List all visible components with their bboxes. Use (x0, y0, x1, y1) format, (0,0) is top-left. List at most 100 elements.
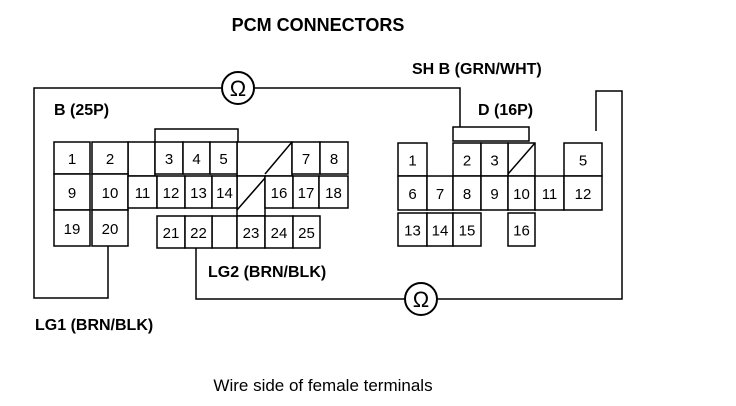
connector-d-terminal-8: 8 (452, 175, 482, 211)
connector-d-terminal-number: 12 (575, 186, 592, 203)
connector-b-terminal-number: 2 (106, 151, 114, 168)
connector-b-terminal-13: 13 (184, 175, 213, 209)
wire-sh-b-label: SH B (GRN/WHT) (412, 61, 542, 78)
connector-d-terminal-14: 14 (426, 212, 454, 247)
connector-d-terminal-number: 14 (432, 223, 449, 240)
connector-b-terminal-number: 25 (298, 225, 315, 242)
connector-d-terminal-10: 10 (507, 175, 536, 211)
connector-d-terminal-number: 11 (542, 186, 558, 203)
connector-d-terminal-11: 11 (534, 175, 565, 211)
connector-d-terminal-cell (480, 175, 509, 211)
connector-d-terminal-number: 5 (579, 153, 587, 170)
connector-b-terminal-cell (318, 175, 349, 209)
connector-d-terminal-cell (452, 212, 482, 247)
connector-b-terminal-25: 25 (292, 215, 321, 249)
connector-d-terminal-cell (397, 142, 428, 177)
connector-d-terminal-number: 15 (459, 223, 476, 240)
connector-d-terminal-1: 1 (397, 142, 428, 177)
connector-d-terminal-cell (480, 142, 509, 177)
connector-d-terminal-number: 16 (513, 223, 530, 240)
caption: Wire side of female terminals (213, 376, 432, 395)
connector-b-terminal-22: 22 (184, 215, 213, 249)
connector-b-terminal-cell (53, 173, 91, 211)
connector-b-terminal-14: 14 (211, 175, 238, 209)
connector-b-terminal-number: 16 (271, 185, 288, 202)
connector-b-terminal-17: 17 (292, 175, 320, 209)
connector-b-terminal-8: 8 (319, 141, 349, 175)
connector-b-terminal-number: 3 (165, 151, 173, 168)
connector-d-terminal-cell (397, 212, 428, 247)
connector-b-terminal-cell (182, 141, 211, 175)
connector-b-terminal-24: 24 (264, 215, 294, 249)
connector-b-terminal-21: 21 (156, 215, 186, 249)
wire-lower-right (437, 90, 623, 300)
connector-b-terminal-1: 1 (53, 141, 91, 175)
connector-b-terminal-number: 7 (302, 151, 310, 168)
connector-b-blank-cell (127, 141, 156, 177)
connector-d-terminal-cell (452, 175, 482, 211)
connector-d-terminal-number: 2 (463, 153, 471, 170)
connector-b-terminal-20: 20 (91, 209, 129, 247)
connector-d-terminal-6: 6 (397, 175, 428, 211)
connector-d-terminal-number: 10 (513, 186, 530, 203)
connector-b-blank-cell (211, 215, 238, 249)
wire-upper-right (254, 87, 461, 130)
connector-b-terminal-4: 4 (182, 141, 211, 175)
connector-d-terminal-number: 13 (404, 223, 421, 240)
connector-b-terminal-number: 14 (216, 185, 233, 202)
connector-b-terminal-12: 12 (156, 175, 186, 209)
connector-d-terminal-13: 13 (397, 212, 428, 247)
connector-b-terminal-number: 17 (298, 185, 315, 202)
connector-b-terminal-number: 12 (163, 185, 180, 202)
connector-d-terminal-9: 9 (480, 175, 509, 211)
connector-b-terminal-cell (292, 215, 321, 249)
connector-b-terminal-5: 5 (209, 141, 238, 175)
connector-b-terminal-cell (53, 209, 91, 247)
connector-b-terminal-cell (319, 141, 349, 175)
connector-b-terminal-9: 9 (53, 173, 91, 211)
connector-d-terminal-number: 6 (408, 186, 416, 203)
connector-d-terminal-cell (426, 175, 454, 211)
wire-lg1-label: LG1 (BRN/BLK) (35, 317, 153, 334)
connector-b-unused-cavity-slash (264, 141, 293, 175)
connector-b-terminal-7: 7 (291, 141, 321, 175)
connector-b-terminal-cell (53, 141, 91, 175)
connector-b-terminal-16: 16 (264, 175, 294, 209)
connector-b-terminal-23: 23 (236, 215, 266, 249)
connector-b-terminal-number: 23 (243, 225, 260, 242)
connector-d-terminal-5: 5 (563, 142, 603, 177)
connector-b-terminal-number: 8 (330, 151, 338, 168)
connector-d-unused-cavity-slash (507, 142, 536, 175)
connector-d-terminal-cell (397, 175, 428, 211)
connector-d-label: D (16P) (478, 102, 533, 119)
connector-d-terminal-12: 12 (563, 175, 603, 211)
connector-d-terminal-cell (534, 175, 565, 211)
connector-b-terminal-number: 10 (102, 185, 119, 202)
wire-upper-left (33, 87, 222, 299)
connector-d-terminal-number: 8 (463, 186, 471, 203)
connector-b-terminal-number: 11 (135, 185, 151, 202)
connector-b-latch (154, 128, 239, 144)
diagram-title: PCM CONNECTORS (232, 15, 405, 35)
connector-d-terminal-16: 16 (507, 212, 536, 247)
connector-b-terminal-cell (292, 175, 320, 209)
connector-b-terminal-number: 24 (271, 225, 288, 242)
connector-b-terminal-cell (264, 175, 294, 209)
connector-d-terminal-cell (452, 142, 482, 177)
connector-b-terminal-number: 19 (64, 221, 81, 238)
connector-d-terminal-3: 3 (480, 142, 509, 177)
connector-b-terminal-number: 21 (163, 225, 180, 242)
connector-b-terminal-number: 20 (102, 221, 119, 238)
connector-b-terminal-number: 13 (190, 185, 207, 202)
connector-b-terminal-cell (211, 175, 238, 209)
connector-b-terminal-number: 5 (219, 151, 227, 168)
connector-b-unused-cavity-slash (236, 177, 266, 211)
connector-d-terminal-number: 7 (436, 186, 444, 203)
connector-d-terminal-cell (507, 212, 536, 247)
ohmmeter-bottom: Ω (404, 282, 438, 316)
connector-d-terminal-number: 3 (490, 153, 498, 170)
connector-b-terminal-18: 18 (318, 175, 349, 209)
